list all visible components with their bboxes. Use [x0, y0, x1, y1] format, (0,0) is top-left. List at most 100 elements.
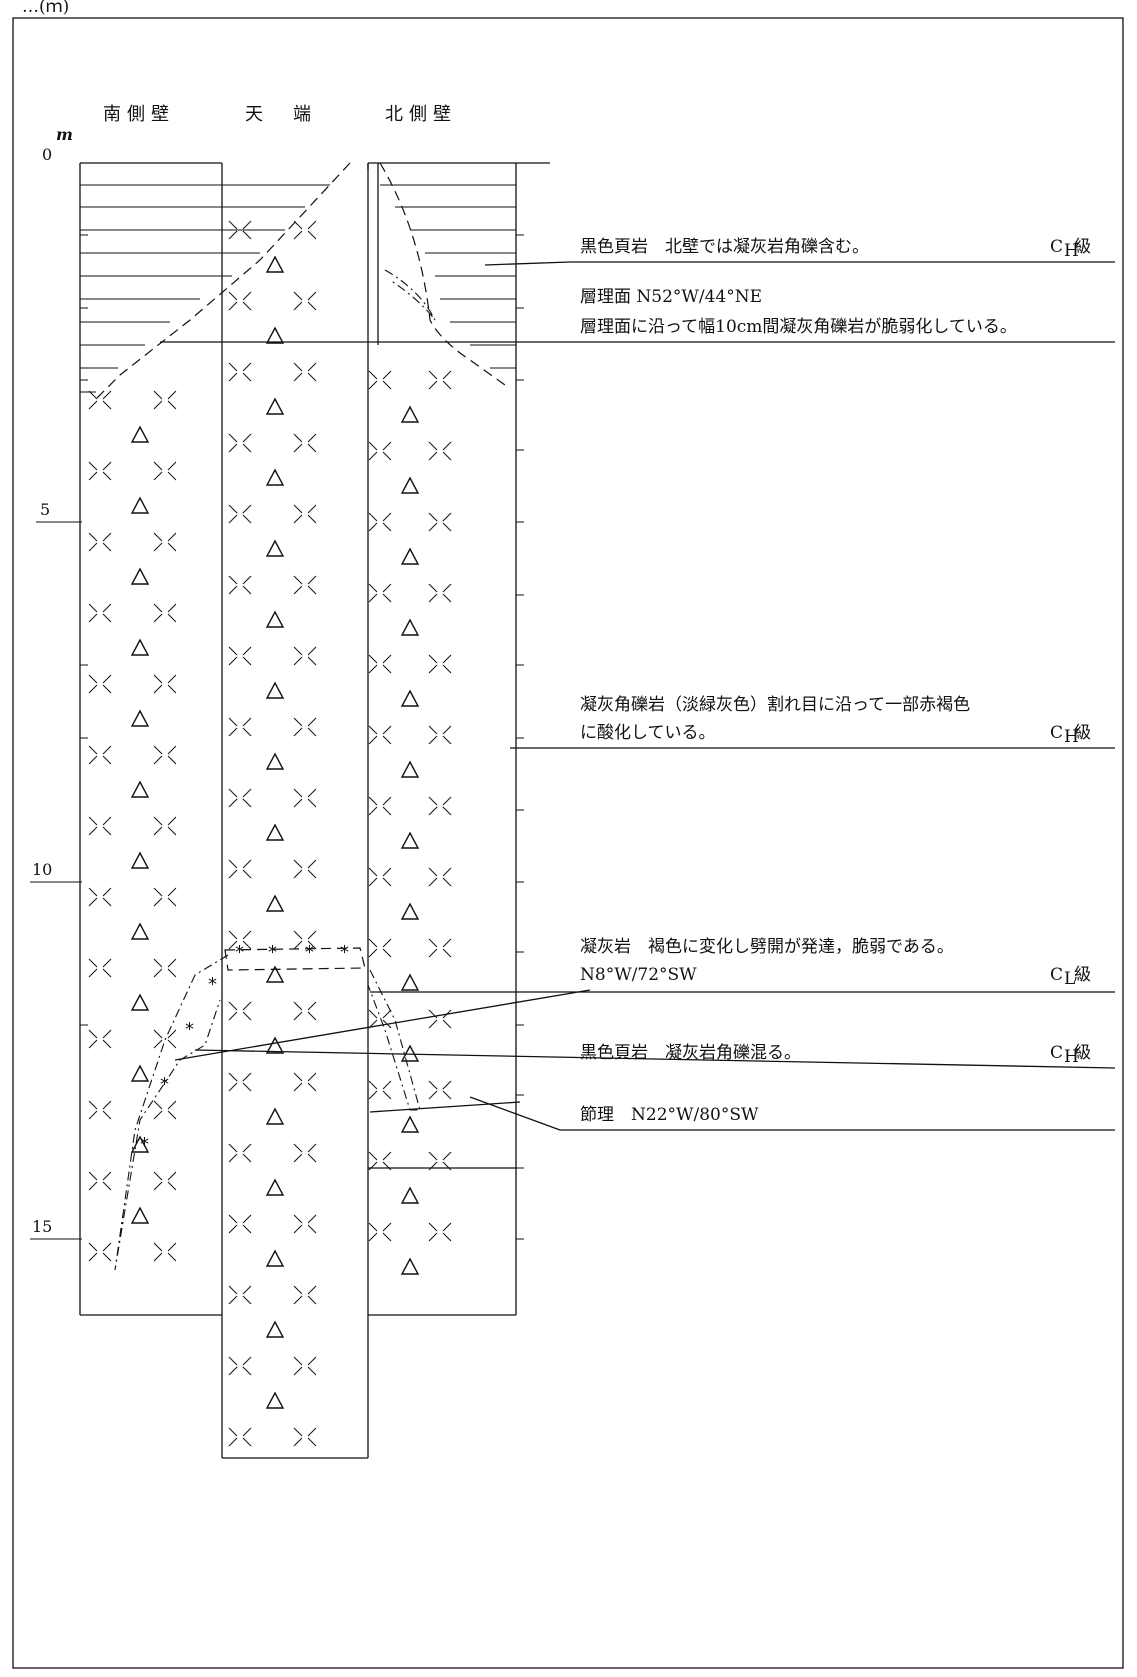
triangle-symbol [265, 610, 285, 628]
triangle-symbol [265, 255, 285, 273]
annotation-3-line1: 凝灰角礫岩（淡緑灰色）割れ目に沿って一部赤褐色 [580, 695, 970, 715]
triangle-symbol [265, 468, 285, 486]
annotation-1: 黒色頁岩 北壁では凝灰岩角礫含む。 C H 級 [580, 237, 1091, 261]
shale-hatch-south [80, 184, 330, 393]
cross-symbol [88, 603, 112, 623]
cross-symbol [428, 938, 452, 958]
cross-symbol [428, 654, 452, 674]
bedding-boundary-south [94, 162, 351, 401]
cross-symbol [88, 1242, 112, 1262]
cross-symbol [428, 1151, 452, 1171]
cross-symbol [228, 1214, 252, 1234]
cross-symbol [228, 1427, 252, 1447]
cross-symbol [88, 887, 112, 907]
triangle-symbol [265, 823, 285, 841]
leader-lines [174, 261, 1116, 1169]
cross-symbol [153, 603, 177, 623]
sheet-frame [12, 17, 1124, 1669]
cross-symbol [228, 1143, 252, 1163]
cross-symbol [228, 504, 252, 524]
annotation-1-grade-sub: H [1064, 241, 1079, 261]
cross-symbol [368, 867, 392, 887]
cross-symbol [228, 220, 252, 240]
cross-symbol [88, 816, 112, 836]
cross-symbol [293, 1143, 317, 1163]
cross-symbol [153, 1242, 177, 1262]
cross-symbol [293, 433, 317, 453]
cross-symbol [228, 1072, 252, 1092]
bedding-boundary-north [379, 162, 506, 386]
cross-symbol [368, 370, 392, 390]
cross-symbol [153, 745, 177, 765]
cross-symbol [228, 1285, 252, 1305]
cross-symbol [368, 1151, 392, 1171]
cross-symbol [88, 532, 112, 552]
cross-symbol [153, 1100, 177, 1120]
cross-symbol [293, 646, 317, 666]
triangle-symbol [265, 681, 285, 699]
cross-symbol [428, 1222, 452, 1242]
cross-symbol [153, 958, 177, 978]
triangle-symbol [130, 780, 150, 798]
depth-tick-0: 0 [42, 145, 52, 164]
triangle-symbol [130, 851, 150, 869]
cross-symbol [293, 291, 317, 311]
cross-symbol [368, 1222, 392, 1242]
weathered-wedge-south [114, 954, 229, 1271]
cross-symbol [88, 1100, 112, 1120]
asterisk-symbol: * [208, 974, 217, 995]
annotation-4-line1: 凝灰岩 褐色に変化し劈開が発達，脆弱である。 [580, 937, 954, 957]
triangle-symbol [400, 831, 420, 849]
cross-symbol [428, 725, 452, 745]
header-north-wall: 北側壁 [385, 104, 457, 125]
cross-symbol [293, 1427, 317, 1447]
triangle-symbol [400, 1115, 420, 1133]
cross-symbol [153, 461, 177, 481]
cross-symbol [428, 583, 452, 603]
north-wall-ticks [80, 234, 524, 1240]
cross-symbol [293, 220, 317, 240]
cross-symbol [293, 930, 317, 950]
cross-symbol [368, 938, 392, 958]
cross-symbol [293, 575, 317, 595]
cross-symbol [228, 291, 252, 311]
triangle-symbol [130, 709, 150, 727]
shale-hatch-north [380, 184, 516, 369]
annotation-4-grade: C [1050, 965, 1063, 985]
annotation-2-line2: 層理面に沿って幅10cm間凝灰角礫岩が脆弱化している。 [580, 317, 1017, 337]
cross-symbol [88, 461, 112, 481]
triangle-symbol [400, 547, 420, 565]
cross-symbol [228, 1001, 252, 1021]
triangle-symbol [265, 894, 285, 912]
cross-symbol [293, 1285, 317, 1305]
annotation-1-grade-suffix: 級 [1074, 237, 1091, 257]
cross-symbol [153, 532, 177, 552]
triangle-symbol [400, 689, 420, 707]
depth-tick-5: 5 [40, 500, 50, 519]
annotation-4-grade-sub: L [1064, 969, 1075, 989]
cross-symbol [293, 1356, 317, 1376]
annotation-3-grade-sub: H [1064, 727, 1079, 747]
cross-symbol [88, 958, 112, 978]
annotation-3: 凝灰角礫岩（淡緑灰色）割れ目に沿って一部赤褐色 に酸化している。 C H 級 [580, 695, 1091, 747]
triangle-symbol [130, 425, 150, 443]
annotation-4: 凝灰岩 褐色に変化し劈開が発達，脆弱である。 N8°W/72°SW C L 級 [580, 937, 1091, 989]
cross-symbol [153, 390, 177, 410]
triangle-symbol [400, 902, 420, 920]
triangle-symbol [265, 1391, 285, 1409]
cross-symbol [368, 654, 392, 674]
triangle-symbol [130, 922, 150, 940]
cross-symbol [228, 859, 252, 879]
triangle-symbol [400, 1044, 420, 1062]
page-header-fragment: …(ｍ) [22, 0, 69, 17]
breccia-crosses [88, 220, 452, 1447]
cross-symbol [293, 1072, 317, 1092]
cross-symbol [228, 930, 252, 950]
triangle-symbol [130, 993, 150, 1011]
triangle-symbol [265, 539, 285, 557]
cross-symbol [153, 1171, 177, 1191]
north-wall-column [368, 162, 550, 1316]
triangle-symbol [400, 476, 420, 494]
cross-symbol [368, 583, 392, 603]
